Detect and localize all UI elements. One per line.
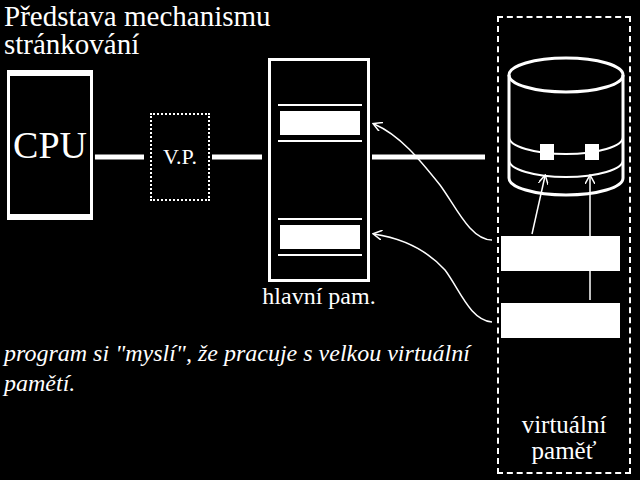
bus-line <box>372 155 485 160</box>
main-memory: hlavní pam. <box>268 58 370 282</box>
node-label: virtuální paměť <box>503 412 625 464</box>
mapping-arrow <box>374 124 590 322</box>
node-label: CPU <box>13 123 87 167</box>
virtual-memory-region: virtuální paměť <box>497 16 631 474</box>
title: Představa mechanismu stránkování <box>4 2 304 58</box>
note: program si "myslí", že pracuje s velkou … <box>4 338 474 398</box>
virtual-page <box>501 236 620 338</box>
bus-line <box>212 155 262 160</box>
bus-line <box>95 155 144 160</box>
address-translation-box: V.P. <box>150 113 210 201</box>
node-label: V.P. <box>163 144 197 170</box>
disk-cylinder <box>509 58 623 195</box>
cpu-box: CPU <box>7 70 93 220</box>
node-label: hlavní pam. <box>231 283 407 310</box>
memory-page <box>278 105 362 255</box>
